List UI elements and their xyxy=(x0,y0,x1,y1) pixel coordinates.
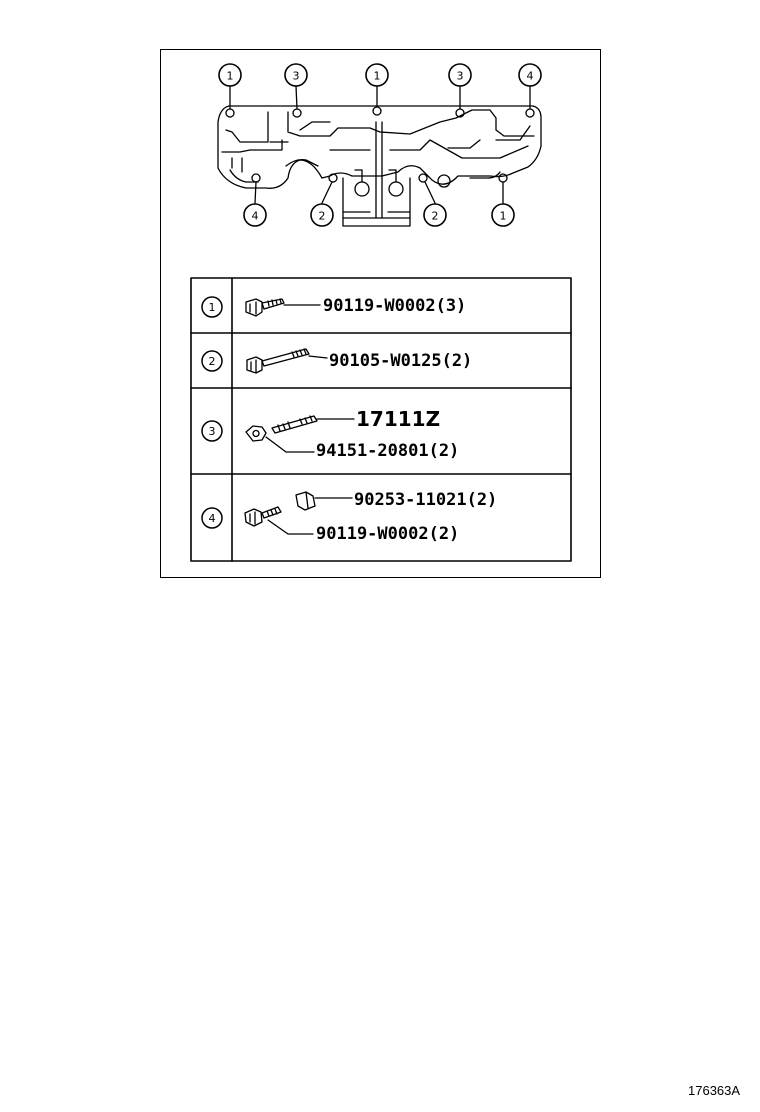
callout-top-4: 4 xyxy=(518,63,542,87)
row-key-badge: 3 xyxy=(201,420,223,442)
row-key-badge: 4 xyxy=(201,507,223,529)
stud-icon xyxy=(271,415,318,434)
bolt-icon xyxy=(245,298,285,317)
callout-bottom-2: 2 xyxy=(310,203,334,227)
row-key: 1 xyxy=(209,301,216,314)
callout-number: 3 xyxy=(457,70,464,83)
callout-number: 2 xyxy=(319,210,326,223)
part-number-stud: 17111Z xyxy=(356,407,440,431)
callout-number: 2 xyxy=(432,210,439,223)
bolt-icon xyxy=(244,506,282,527)
callout-number: 1 xyxy=(374,70,381,83)
row-key: 2 xyxy=(209,355,216,368)
part-number: 90119-W0002(3) xyxy=(323,296,466,316)
part-number-nut: 94151-20801(2) xyxy=(316,441,459,461)
callout-top-1b: 1 xyxy=(365,63,389,87)
collar-icon xyxy=(295,491,316,511)
row-key-badge: 2 xyxy=(201,350,223,372)
manifold-drawing xyxy=(217,105,542,227)
table-row-2: 2 90105-W0125(2) xyxy=(201,348,472,374)
parts-table xyxy=(190,277,572,562)
part-number-collar: 90253-11021(2) xyxy=(354,490,497,510)
nut-icon xyxy=(245,425,267,442)
row-key: 4 xyxy=(209,512,216,525)
figure-id: 176363A xyxy=(688,1083,741,1098)
callout-number: 4 xyxy=(252,210,259,223)
callout-top-3: 3 xyxy=(284,63,308,87)
callout-bottom-4: 4 xyxy=(243,203,267,227)
callout-top-1: 1 xyxy=(218,63,242,87)
table-row-4: 4 90253-11021(2) 90119-W0002(2) xyxy=(201,490,497,544)
row-key: 3 xyxy=(209,425,216,438)
part-number: 90105-W0125(2) xyxy=(329,351,472,371)
callout-number: 1 xyxy=(227,70,234,83)
callout-bottom-1: 1 xyxy=(491,203,515,227)
callout-bottom-2b: 2 xyxy=(423,203,447,227)
long-bolt-icon xyxy=(246,348,310,374)
callout-number: 1 xyxy=(500,210,507,223)
row-key-badge: 1 xyxy=(201,296,223,318)
callout-number: 4 xyxy=(527,70,534,83)
diagram-frame xyxy=(160,49,601,578)
table-row-3: 3 17111Z 94151-20801(2) xyxy=(201,407,459,461)
callout-leaders xyxy=(229,85,531,204)
table-row-1: 1 90119-W0002(3) xyxy=(201,296,466,318)
callout-number: 3 xyxy=(293,70,300,83)
callout-top-3b: 3 xyxy=(448,63,472,87)
part-number-bolt: 90119-W0002(2) xyxy=(316,524,459,544)
